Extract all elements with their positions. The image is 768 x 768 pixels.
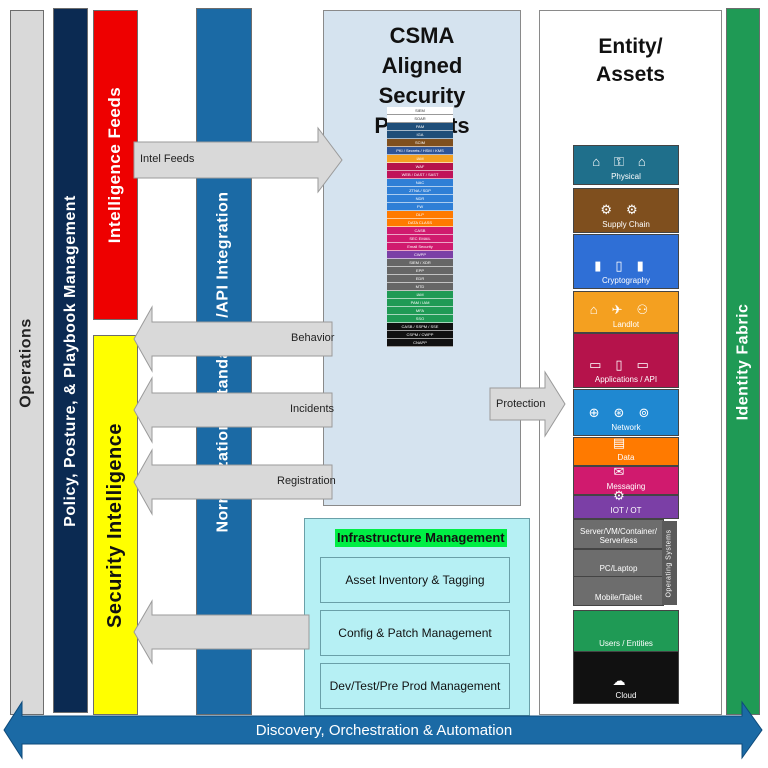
asset-icons: ✉ <box>613 464 639 479</box>
asset-10: Server/VM/Container/ Serverless <box>573 519 664 549</box>
identity-fabric-column: Identity Fabric <box>726 8 760 715</box>
normalization-column: Normalization / Standards /API Integrati… <box>196 8 252 715</box>
asset-icons: ▤ <box>612 435 640 450</box>
product-stack-item: NAC <box>387 179 453 187</box>
asset-label: Cryptography <box>601 276 651 285</box>
incidents-label: Incidents <box>290 403 335 415</box>
infrastructure-title: Infrastructure Management <box>335 529 507 547</box>
asset-icons: ▮▯▮ <box>594 258 658 273</box>
asset-7: ▤ Data <box>573 435 679 466</box>
asset-icons: ⊕⊛⊚ <box>588 405 664 420</box>
security-intelligence-column: Security Intelligence <box>93 335 138 715</box>
asset-label: PC/Laptop <box>599 564 638 573</box>
product-stack-item: ZTNA / SDP <box>387 187 453 195</box>
protection-label: Protection <box>496 398 546 410</box>
asset-label: Users / Entities <box>599 639 653 648</box>
asset-label: Applications / API <box>594 375 658 384</box>
product-stack-item: DATA CLASS <box>387 219 453 227</box>
asset-icons: ⚙ <box>613 488 639 503</box>
bottom-bar-label: Discovery, Orchestration & Automation <box>255 722 513 739</box>
asset-label: Data <box>617 453 635 462</box>
product-stack-item: SEC EMAIL <box>387 235 453 243</box>
behavior-label: Behavior <box>291 332 335 344</box>
operations-column: Operations <box>10 10 44 715</box>
asset-14: ☁ Cloud <box>573 651 679 704</box>
product-stack-item: PAM / IAM <box>387 299 453 307</box>
asset-icons: ⌂⚿⌂ <box>592 154 660 169</box>
asset-inventory-box: Asset Inventory & Tagging <box>320 557 510 603</box>
product-stack-item: NDR <box>387 195 453 203</box>
asset-1: ⌂⚿⌂ Physical <box>573 145 679 185</box>
asset-icons: ⚙⚙ <box>600 202 652 217</box>
asset-label: Cloud <box>615 691 637 700</box>
asset-12: Mobile/Tablet <box>573 576 664 606</box>
product-stack-item: CASB / SSPM / SSE <box>387 323 453 331</box>
asset-label: Mobile/Tablet <box>594 593 643 602</box>
product-stack-item: IAM <box>387 291 453 299</box>
product-stack-item: CSPM / CWPP <box>387 331 453 339</box>
operations-label: Operations <box>18 317 35 408</box>
intelligence-feeds-column: Intelligence Feeds <box>93 10 138 320</box>
asset-label: Landlot <box>612 320 640 329</box>
policy-label: Policy, Posture, & Playbook Management <box>61 194 79 527</box>
asset-5: ▭▯▭ Applications / API <box>573 333 679 388</box>
product-stack-item: MTD <box>387 283 453 291</box>
intel-feeds-label: Intel Feeds <box>140 153 195 165</box>
asset-icons: ▭▯▭ <box>589 357 663 372</box>
asset-9: ⚙ IOT / OT <box>573 488 679 519</box>
operating-systems-bracket: Operating Systems <box>662 521 677 605</box>
identity-fabric-label: Identity Fabric <box>734 303 752 420</box>
product-stack-item: EDR <box>387 275 453 283</box>
product-stack-item: SIEM <box>387 107 453 115</box>
registration-label: Registration <box>277 475 336 487</box>
product-stack-item: CASB <box>387 227 453 235</box>
asset-11: PC/Laptop <box>573 549 664 577</box>
asset-icons: ⌂✈⚇ <box>589 302 663 317</box>
product-stack-item: IAM <box>387 155 453 163</box>
product-stack-item: SCIM <box>387 139 453 147</box>
product-stack-item: SOAR <box>387 115 453 123</box>
product-stack-item: PKI / Secrets / HSM / KMS <box>387 147 453 155</box>
product-stack-item: DLP <box>387 211 453 219</box>
asset-label: Server/VM/Container/ Serverless <box>580 527 657 545</box>
product-stack-item: CNAPP <box>387 339 453 347</box>
asset-8: ✉ Messaging <box>573 464 679 495</box>
policy-column: Policy, Posture, & Playbook Management <box>53 8 88 713</box>
product-stack-item: Email Security <box>387 243 453 251</box>
intelligence-feeds-label: Intelligence Feeds <box>105 86 125 244</box>
asset-label: Network <box>611 423 641 432</box>
product-stack-item: WEB / DAST / SAST <box>387 171 453 179</box>
product-stack-item: WAF <box>387 163 453 171</box>
operating-systems-label: Operating Systems <box>666 528 673 598</box>
asset-6: ⊕⊛⊚ Network <box>573 389 679 436</box>
asset-4: ⌂✈⚇ Landlot <box>573 291 679 333</box>
product-stack-item: SSO <box>387 315 453 323</box>
asset-label: Physical <box>611 172 641 181</box>
product-stack-item: EPP <box>387 267 453 275</box>
product-stack-item: CWPP <box>387 251 453 259</box>
entity-title: Entity/ Assets <box>596 35 665 86</box>
product-stack-item: IGA <box>387 131 453 139</box>
product-stack-item: FW <box>387 203 453 211</box>
security-intelligence-label: Security Intelligence <box>104 422 127 628</box>
product-stack-item: MFA <box>387 307 453 315</box>
asset-13: Users / Entities <box>573 610 679 652</box>
asset-label: Messaging <box>606 482 646 491</box>
asset-icons: ☁ <box>612 673 640 688</box>
dev-test-box: Dev/Test/Pre Prod Management <box>320 663 510 709</box>
asset-2: ⚙⚙ Supply Chain <box>573 188 679 233</box>
config-patch-box: Config & Patch Management <box>320 610 510 656</box>
normalization-label: Normalization / Standards /API Integrati… <box>215 190 233 533</box>
asset-label: Supply Chain <box>602 220 650 229</box>
asset-label: IOT / OT <box>610 506 642 515</box>
asset-3: ▮▯▮ Cryptography <box>573 234 679 289</box>
product-stack-item: SIEM / XDR <box>387 259 453 267</box>
product-stack-item: PAM <box>387 123 453 131</box>
